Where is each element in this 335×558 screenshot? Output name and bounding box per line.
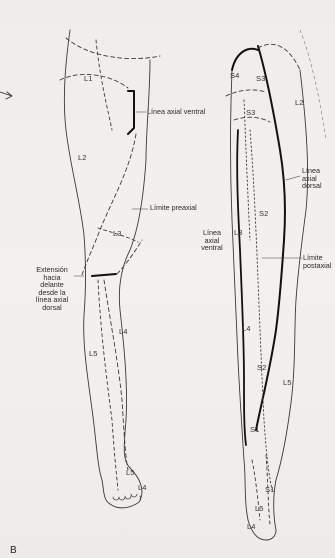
extension-label: Extensión hacia delante desde la línea a… bbox=[28, 266, 76, 311]
arrow-icon bbox=[0, 92, 12, 99]
posterior-s1-label: S1 bbox=[250, 426, 259, 434]
anterior-l5-label: L5 bbox=[89, 350, 97, 358]
posterior-s4-label: S4 bbox=[230, 72, 239, 80]
posterior-s3-top-label: S3 bbox=[256, 75, 265, 83]
posterior-s1-foot-label: S1 bbox=[265, 486, 274, 494]
posterior-l2-label: L2 bbox=[295, 99, 303, 107]
axial-ventral-line-label: Línea axial ventral bbox=[147, 108, 205, 116]
axial-ventral-line-posterior-label: Línea axial ventral bbox=[196, 229, 228, 252]
posterior-l5-foot-label: L5 bbox=[255, 505, 263, 513]
posterior-s2-lower-label: S2 bbox=[257, 364, 266, 372]
posterior-s2-label: S2 bbox=[259, 210, 268, 218]
axial-dorsal-line-label: Línea axial dorsal bbox=[302, 167, 322, 190]
posterior-l3-label: L3 bbox=[234, 229, 242, 237]
posterior-s3-label: S3 bbox=[246, 109, 255, 117]
posterior-leg bbox=[226, 30, 326, 540]
anterior-l5-foot-label: L5 bbox=[126, 469, 134, 477]
posterior-l5-label: L5 bbox=[283, 379, 291, 387]
anterior-l1-label: L1 bbox=[84, 75, 92, 83]
anterior-l3-label: L3 bbox=[113, 230, 121, 238]
postaxial-limit-label: Límite postaxial bbox=[303, 254, 331, 269]
anterior-l4-label: L4 bbox=[119, 328, 127, 336]
posterior-l4-foot-label: L4 bbox=[247, 523, 255, 531]
panel-letter: B bbox=[10, 545, 17, 556]
preaxial-limit-label: Límite preaxial bbox=[150, 204, 197, 212]
anterior-l2-label: L2 bbox=[78, 154, 86, 162]
anterior-l4-foot-label: L4 bbox=[138, 484, 146, 492]
posterior-l4-label: L4 bbox=[242, 325, 250, 333]
